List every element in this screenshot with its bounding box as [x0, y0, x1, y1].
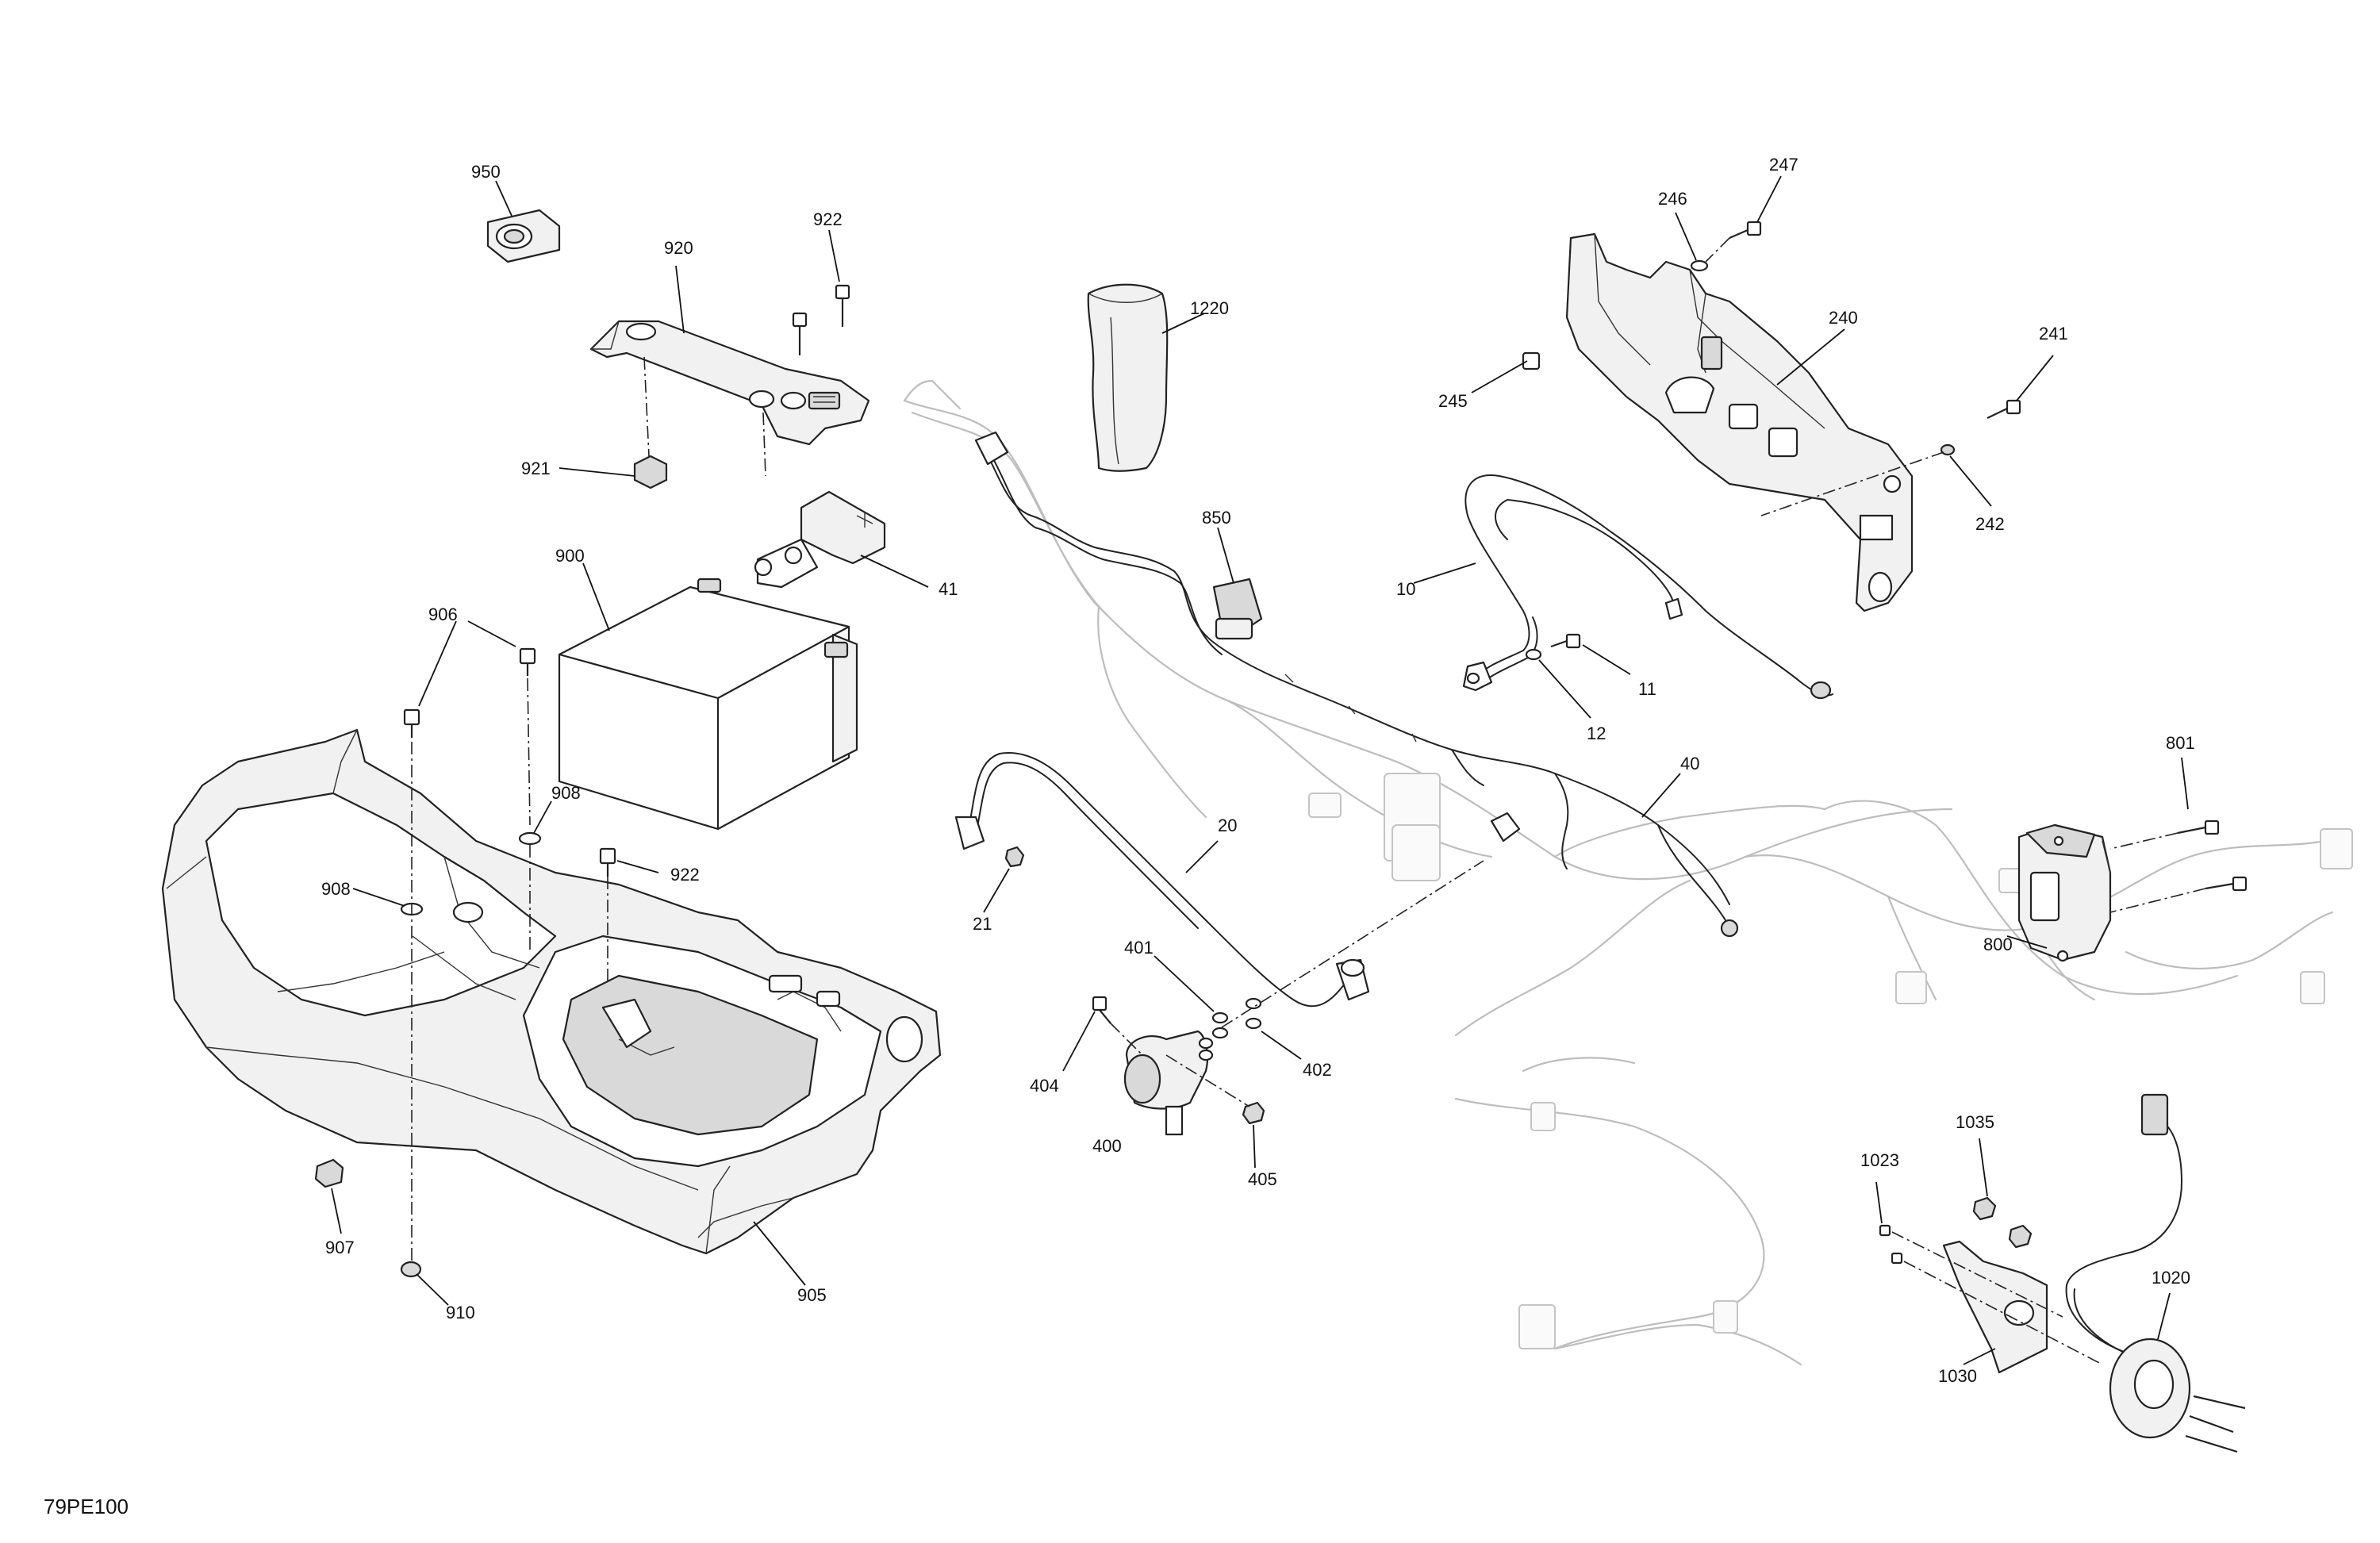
callout-922: 922	[670, 865, 700, 885]
ghost-main-harness	[903, 379, 2353, 1366]
callout-801: 801	[2166, 733, 2195, 753]
callout-401: 401	[1124, 938, 1154, 958]
callout-921: 921	[521, 459, 551, 478]
callout-800: 800	[1983, 935, 2013, 954]
callout-400: 400	[1092, 1136, 1122, 1156]
battery-cable-20	[954, 752, 1370, 1008]
callout-10: 10	[1396, 579, 1415, 599]
nut-21	[1004, 846, 1025, 868]
callout-906: 906	[428, 605, 458, 624]
diagram-reference-code: 79PE100	[44, 1495, 129, 1518]
callout-labels: 950 920 922 921 900 41 906 908 908 922 9…	[321, 155, 2195, 1386]
assembly-axis-lines-left	[411, 356, 766, 1261]
main-harness-40	[974, 431, 1739, 938]
mounting-bracket-240	[1565, 232, 1914, 612]
callout-245: 245	[1438, 391, 1468, 411]
callout-900: 900	[555, 546, 585, 566]
callout-1035: 1035	[1956, 1112, 1994, 1132]
callout-908: 908	[551, 783, 581, 803]
leader-lines	[331, 175, 2189, 1365]
battery-900	[558, 578, 858, 831]
horn-1020	[2065, 1093, 2246, 1453]
assembly-axis-lines-center	[1110, 860, 1484, 1107]
ground-cable-10	[1462, 474, 1833, 700]
callout-1030: 1030	[1938, 1366, 1977, 1386]
battery-tray-905	[161, 728, 942, 1255]
power-socket-950	[486, 209, 561, 263]
callout-907: 907	[325, 1238, 355, 1257]
terminal-cover-41	[754, 490, 886, 589]
control-module-800	[2017, 819, 2248, 962]
bracket-hardware	[1522, 221, 2021, 516]
callout-920: 920	[664, 238, 693, 258]
callout-405: 405	[1248, 1169, 1277, 1189]
relay-400	[1123, 1030, 1214, 1136]
callout-12: 12	[1587, 724, 1606, 743]
callout-850: 850	[1202, 508, 1231, 528]
horn-bracket-1030	[1879, 1196, 2103, 1374]
protective-sleeve-1220	[1087, 283, 1169, 472]
callout-1220: 1220	[1190, 298, 1229, 318]
callout-40: 40	[1680, 754, 1699, 773]
callout-20: 20	[1218, 816, 1237, 835]
relay-hardware	[1092, 996, 1265, 1125]
battery-bracket-920	[589, 320, 870, 446]
callout-21: 21	[973, 914, 992, 934]
callout-247: 247	[1769, 155, 1798, 175]
callout-910: 910	[446, 1303, 475, 1322]
callout-905: 905	[797, 1285, 827, 1305]
callout-240: 240	[1829, 308, 1858, 328]
callout-908: 908	[321, 879, 351, 899]
callout-241: 241	[2039, 324, 2068, 344]
callout-922: 922	[813, 209, 843, 229]
callout-246: 246	[1658, 189, 1687, 209]
callout-1020: 1020	[2152, 1268, 2190, 1288]
cable-hardware	[1525, 633, 1581, 661]
callout-404: 404	[1030, 1076, 1059, 1096]
callout-41: 41	[939, 579, 958, 599]
callout-11: 11	[1638, 679, 1656, 699]
callout-950: 950	[471, 162, 501, 182]
callout-242: 242	[1975, 514, 2005, 534]
callout-402: 402	[1303, 1060, 1332, 1080]
callout-1023: 1023	[1860, 1150, 1899, 1170]
